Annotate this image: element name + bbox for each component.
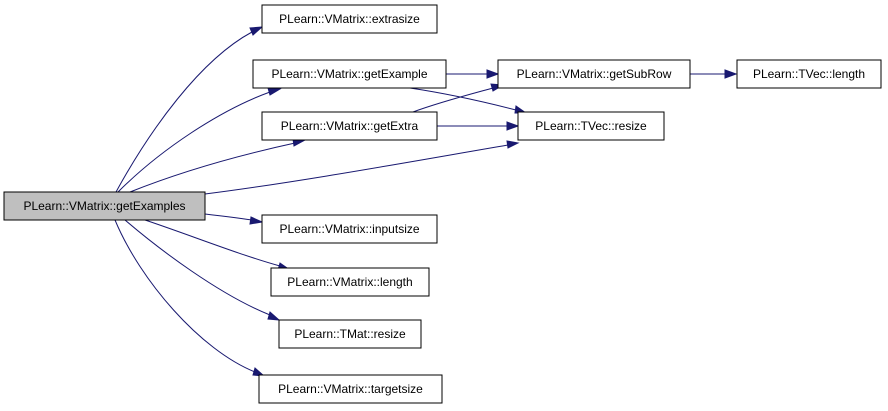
edge-arrowhead [267,87,282,96]
node-length-label: PLearn::VMatrix::length [287,275,412,289]
edge-getexample-tvec-resize [409,87,517,111]
node-inputsize-box [261,214,438,244]
edge-getexamples-targetsize [114,219,256,373]
edge-getexamples-getextra [129,142,296,193]
edge-getexamples-length [144,219,281,267]
edge-getexamples-inputsize [204,213,253,221]
node-targetsize-box [258,374,443,404]
node-tvec-length[interactable]: PLearn::TVec::length [736,59,882,89]
node-inputsize[interactable]: PLearn::VMatrix::inputsize [261,214,438,244]
node-getsubrow[interactable]: PLearn::VMatrix::getSubRow [497,59,691,89]
edge-arrowhead [486,69,500,79]
edge-arrowhead [267,311,281,321]
node-targetsize-label: PLearn::VMatrix::targetsize [278,382,423,396]
node-getextra-label: PLearn::VMatrix::getExtra [281,119,419,133]
edge-arrowhead [249,26,264,36]
node-inputsize-label: PLearn::VMatrix::inputsize [279,222,419,236]
node-tvec-length-label: PLearn::TVec::length [753,67,865,81]
edge-arrowhead [249,216,264,225]
node-getsubrow-label: PLearn::VMatrix::getSubRow [517,67,672,81]
node-getsubrow-box [497,59,691,89]
node-extrasize-box [261,4,438,34]
node-tvec-resize-label: PLearn::TVec::resize [535,119,647,133]
node-length[interactable]: PLearn::VMatrix::length [270,267,430,297]
node-length-box [270,267,430,297]
node-getexamples-label: PLearn::VMatrix::getExamples [23,199,185,213]
node-tvec-length-box [736,59,882,89]
node-getextra-box [261,111,438,141]
edge-getexamples-getexample [117,91,271,193]
node-getexamples[interactable]: PLearn::VMatrix::getExamples [3,191,206,221]
edge-arrowhead [506,140,520,149]
edge-getexamples-tmat-resize [124,219,271,316]
edge-getexamples-extrasize [115,31,253,193]
node-getexample-label: PLearn::VMatrix::getExample [271,67,427,81]
node-tmat-resize[interactable]: PLearn::TMat::resize [278,319,422,349]
node-tmat-resize-label: PLearn::TMat::resize [294,327,406,341]
node-getexamples-box [3,191,206,221]
node-tvec-resize-box [517,111,665,141]
node-tvec-resize[interactable]: PLearn::TVec::resize [517,111,665,141]
node-getextra[interactable]: PLearn::VMatrix::getExtra [261,111,438,141]
edges [114,26,738,377]
node-extrasize-label: PLearn::VMatrix::extrasize [279,12,420,26]
node-getexample[interactable]: PLearn::VMatrix::getExample [252,59,447,89]
edge-arrowhead [724,69,738,79]
edge-getextra-getsubrow [412,87,494,113]
node-extrasize[interactable]: PLearn::VMatrix::extrasize [261,4,438,34]
node-targetsize[interactable]: PLearn::VMatrix::targetsize [258,374,443,404]
edge-getexamples-tvec-resize [204,144,509,195]
edge-arrowhead [506,121,520,131]
node-tmat-resize-box [278,319,422,349]
node-getexample-box [252,59,447,89]
